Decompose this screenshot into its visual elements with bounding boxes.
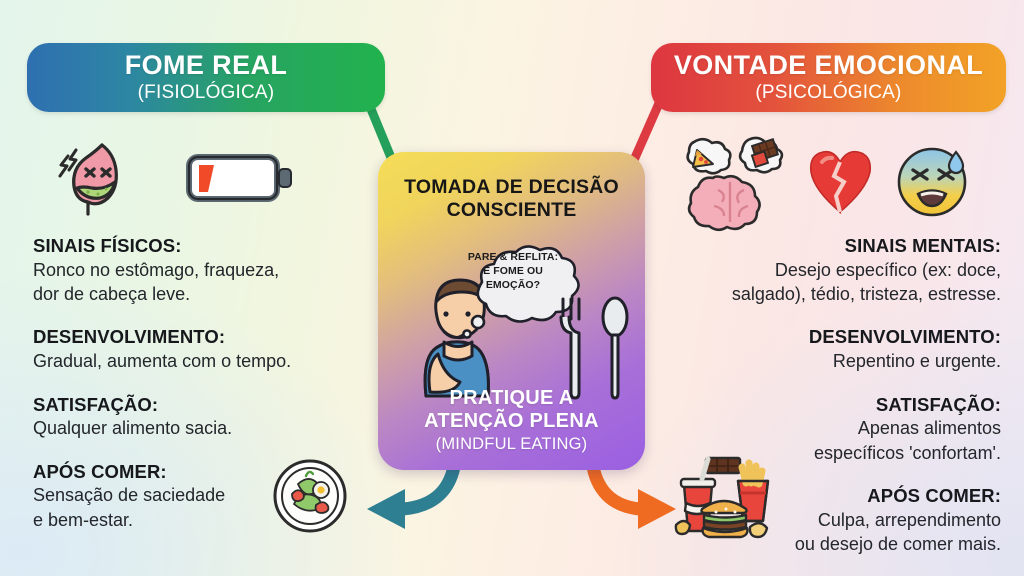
- center-card-title-line1: TOMADA DE DECISÃO: [404, 176, 619, 198]
- right-icon-row: [672, 136, 972, 232]
- right-block-3-heading: SATISFAÇÃO:: [875, 393, 1001, 415]
- fork-icon: [559, 297, 581, 400]
- healthy-salad-bowl-icon: [273, 459, 347, 533]
- left-block-4-body2: e bem-estar.: [33, 509, 134, 530]
- brain-craving-icon: [686, 136, 784, 232]
- growling-stomach-icon: [58, 143, 118, 216]
- left-block-1-heading: SINAIS FÍSICOS:: [33, 235, 182, 256]
- left-block-3-body1: Qualquer alimento sacia.: [33, 418, 233, 439]
- right-block-4: APÓS COMER: Culpa, arrependimento ou des…: [665, 484, 1001, 556]
- center-card-footer-line2: ATENÇÃO PLENA: [424, 410, 599, 432]
- left-column: SINAIS FÍSICOS: Ronco no estômago, fraqu…: [33, 234, 363, 532]
- right-block-2-body1: Repentino e urgente.: [832, 351, 1001, 372]
- anxious-face-icon: [897, 147, 967, 217]
- left-block-2: DESENVOLVIMENTO: Gradual, aumenta com o …: [33, 325, 363, 373]
- header-pill-emotional-craving: VONTADE EMOCIONAL (PSICOLÓGICA): [651, 43, 1006, 112]
- left-block-1-body2: dor de cabeça leve.: [33, 284, 191, 305]
- left-block-2-body1: Gradual, aumenta com o tempo.: [33, 351, 292, 372]
- left-block-3-heading: SATISFAÇÃO:: [33, 393, 159, 415]
- header-title-left: FOME REAL: [124, 50, 288, 81]
- thought-bubble-icon: [462, 245, 580, 339]
- thought-bubble-line3: EMOÇÃO?: [485, 278, 541, 291]
- thought-bubble-line1: PARE & REFLITA:: [467, 251, 559, 263]
- center-decision-card: TOMADA DE DECISÃO CONSCIENTE: [378, 152, 645, 470]
- left-block-4-heading: APÓS COMER:: [33, 460, 167, 482]
- header-pill-real-hunger: FOME REAL (FISIOLÓGICA): [27, 43, 385, 112]
- thought-bubble-line2: É FOME OU: [483, 264, 543, 277]
- right-block-4-heading: APÓS COMER:: [867, 484, 1001, 506]
- right-block-4-body2: ou desejo de comer mais.: [794, 534, 1001, 555]
- header-subtitle-left: (FISIOLÓGICA): [137, 81, 275, 103]
- center-card-footer-line3: (MINDFUL EATING): [435, 435, 588, 453]
- center-card-footer: PRATIQUE A ATENÇÃO PLENA (MINDFUL EATING…: [378, 387, 645, 454]
- header-subtitle-right: (PSICOLÓGICA): [755, 81, 902, 103]
- right-block-2: DESENVOLVIMENTO: Repentino e urgente.: [665, 325, 1001, 373]
- center-card-footer-line1: PRATIQUE A: [449, 387, 574, 409]
- low-battery-icon: [186, 154, 292, 202]
- left-block-3: SATISFAÇÃO: Qualquer alimento sacia.: [33, 393, 363, 441]
- broken-heart-icon: [809, 150, 872, 215]
- left-block-1-body1: Ronco no estômago, fraqueza,: [33, 259, 280, 280]
- spoon-icon: [601, 296, 629, 400]
- left-block-2-heading: DESENVOLVIMENTO:: [33, 326, 226, 348]
- center-card-title-line2: CONSCIENTE: [446, 199, 577, 221]
- center-card-title: TOMADA DE DECISÃO CONSCIENTE: [378, 176, 645, 222]
- right-block-3: SATISFAÇÃO: Apenas alimentos específicos…: [665, 393, 1001, 465]
- right-block-4-body1: Culpa, arrependimento: [817, 509, 1001, 530]
- thought-bubble-text: PARE & REFLITA: É FOME OU EMOÇÃO?: [459, 251, 567, 293]
- right-block-2-heading: DESENVOLVIMENTO:: [808, 326, 1001, 348]
- right-block-3-body2: específicos 'confortam'.: [814, 442, 1001, 463]
- right-block-1: SINAIS MENTAIS: Desejo específico (ex: d…: [665, 234, 1001, 306]
- right-block-1-heading: SINAIS MENTAIS:: [844, 235, 1001, 256]
- header-title-right: VONTADE EMOCIONAL: [673, 50, 984, 81]
- right-block-1-body2: salgado), tédio, tristeza, estresse.: [731, 284, 1001, 305]
- fast-food-combo-icon: [674, 456, 770, 539]
- left-icon-row: [52, 136, 294, 220]
- left-block-4-body1: Sensação de saciedade: [33, 485, 226, 506]
- thinking-person-icon: [423, 278, 490, 398]
- right-column: SINAIS MENTAIS: Desejo específico (ex: d…: [665, 234, 1001, 556]
- left-block-1: SINAIS FÍSICOS: Ronco no estômago, fraqu…: [33, 234, 363, 306]
- right-block-1-body1: Desejo específico (ex: doce,: [774, 259, 1001, 280]
- right-block-3-body1: Apenas alimentos: [857, 418, 1001, 439]
- left-block-4: APÓS COMER: Sensação de saciedade e bem-…: [33, 460, 363, 532]
